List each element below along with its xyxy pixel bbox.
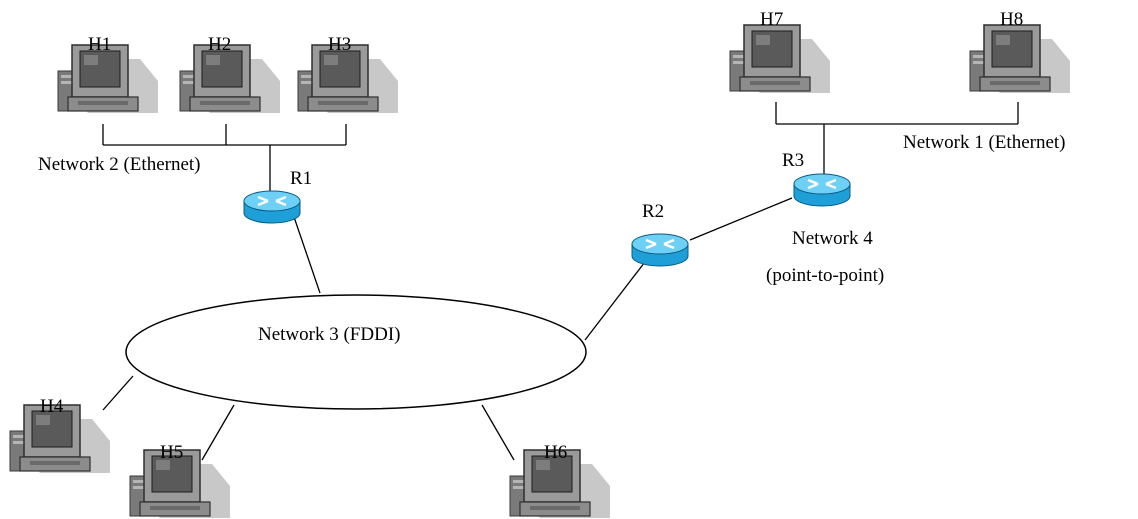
link-h5-net3 [201,404,235,461]
network-2-bus [102,124,347,197]
label-network-2: Network 2 (Ethernet) [38,154,201,175]
label-h8: H8 [1000,9,1023,30]
host-h3 [297,44,399,114]
label-h3: H3 [328,34,351,55]
label-network-1: Network 1 (Ethernet) [903,132,1066,153]
links [102,197,793,461]
router-r1 [242,189,302,225]
host-h7 [729,24,831,94]
host-h8 [969,24,1071,94]
label-network-4: Network 4 [792,228,873,249]
label-r2: R2 [642,201,664,222]
host-h2 [179,44,281,114]
network-1-bus [775,102,1019,177]
label-h6: H6 [544,442,567,463]
link-r2-r3 [689,197,793,241]
label-h1: H1 [88,34,111,55]
link-r2-net3 [584,257,649,341]
network-3-ring [125,294,587,410]
host-h1 [57,44,159,114]
label-h7: H7 [760,9,783,30]
label-r1: R1 [290,168,312,189]
label-h4: H4 [40,396,64,417]
label-h2: H2 [208,34,231,55]
link-r1-net3 [293,216,321,294]
router-r2 [630,232,690,268]
label-h5: H5 [160,442,183,463]
label-network-4-type: (point-to-point) [766,265,884,286]
router-r3 [792,172,852,208]
link-h6-net3 [481,404,515,461]
label-network-3: Network 3 (FDDI) [258,324,400,345]
link-h4-net3 [102,375,134,411]
label-r3: R3 [782,150,804,171]
